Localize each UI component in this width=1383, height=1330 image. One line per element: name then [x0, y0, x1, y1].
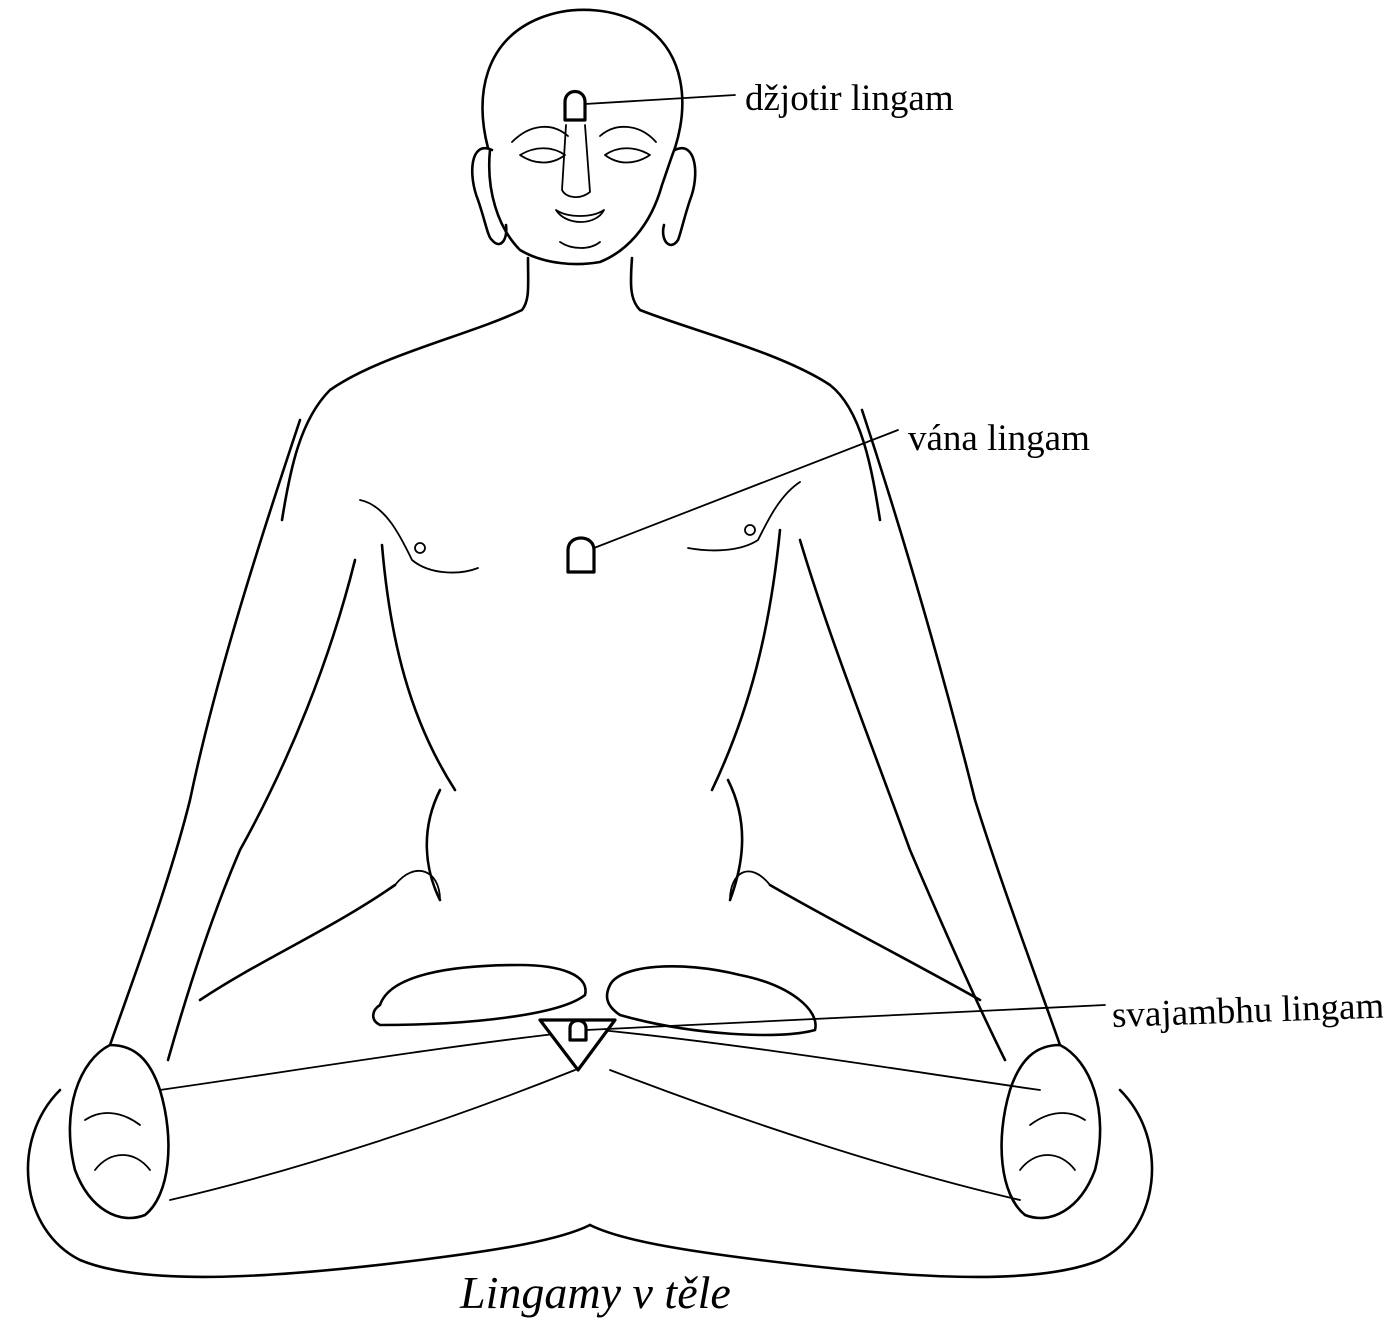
label-djotir-lingam: džjotir lingam — [745, 80, 954, 117]
torso-outline — [282, 258, 880, 900]
legs-outline — [28, 885, 1152, 1277]
label-svajambhu-lingam: svajambhu lingam — [1111, 988, 1383, 1034]
figure-caption: Lingamy v těle — [460, 1270, 731, 1316]
svajambhu-lingam-marker — [540, 1005, 1105, 1070]
vana-lingam-marker — [568, 430, 898, 572]
arms-outline — [110, 410, 1060, 1060]
label-vana-lingam: vána lingam — [908, 420, 1090, 457]
djotir-lingam-marker — [565, 92, 735, 121]
hands-outline — [70, 1045, 1100, 1218]
head-outline — [472, 10, 695, 264]
